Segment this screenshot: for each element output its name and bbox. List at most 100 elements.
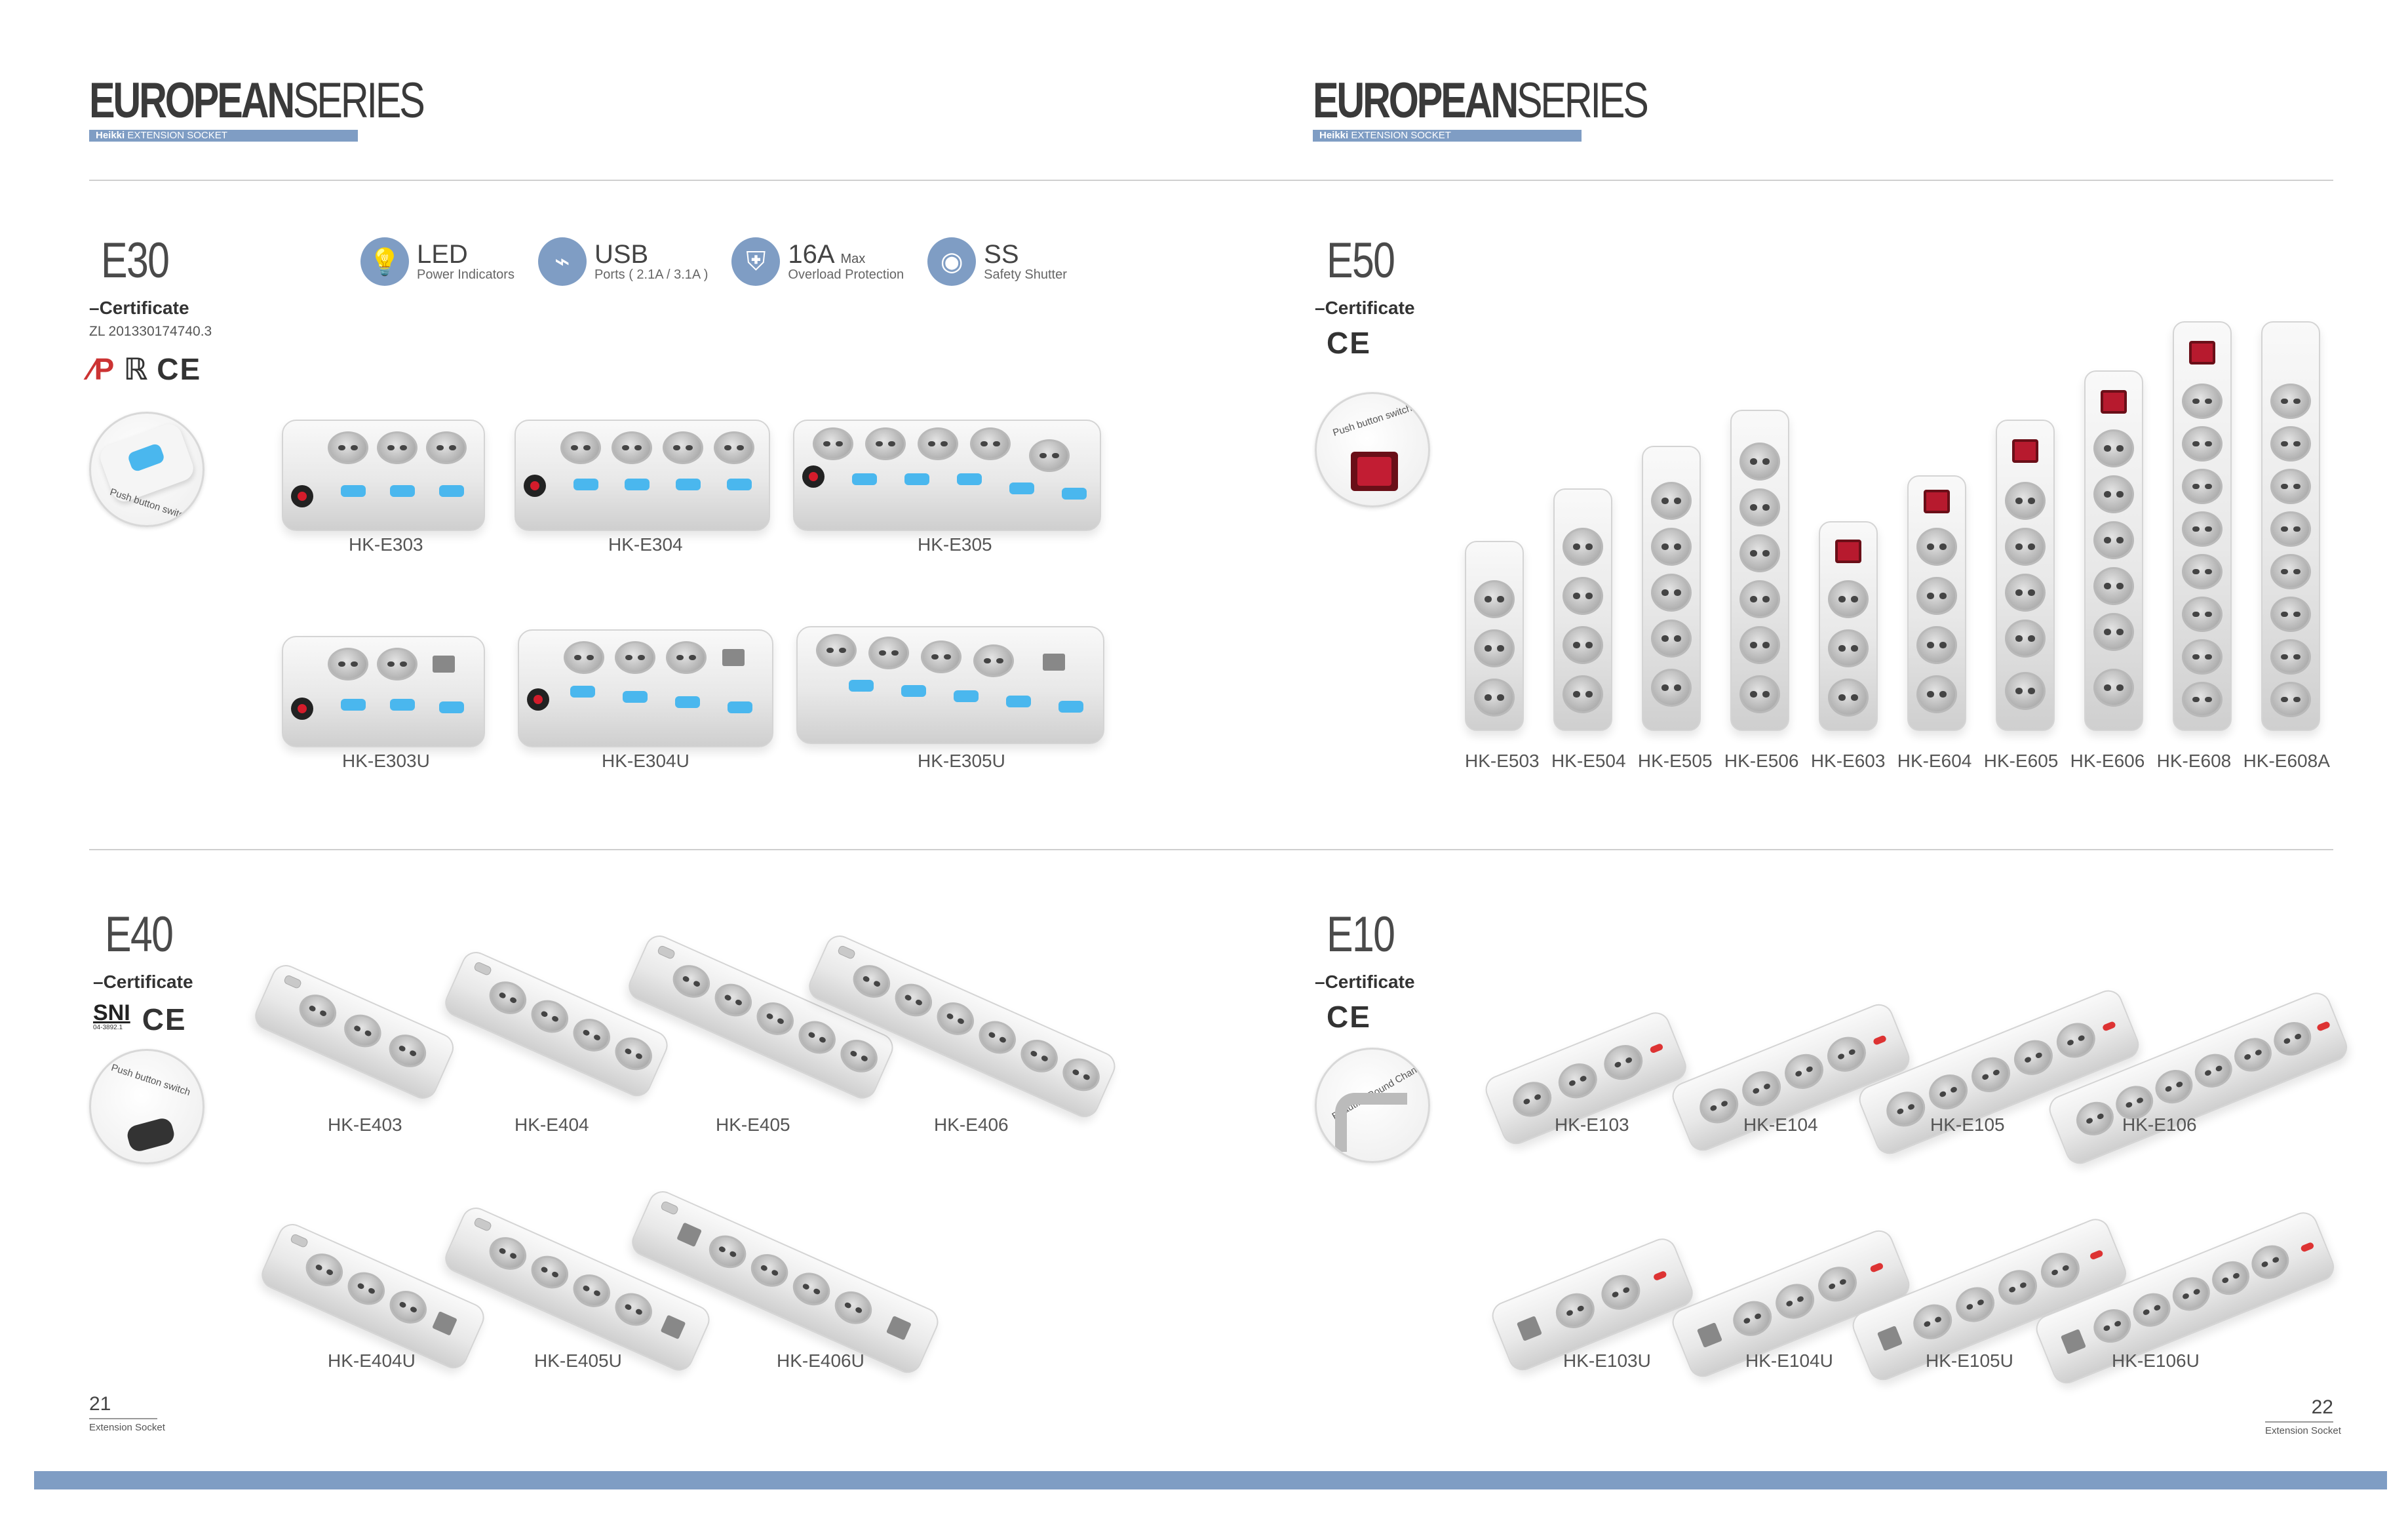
label-hk-e604: HK-E604 (1897, 751, 1972, 771)
label-hk-e103u: HK-E103U (1563, 1350, 1651, 1371)
label-hk-e405: HK-E405 (716, 1114, 790, 1135)
usb-port-icon (433, 656, 455, 673)
label-hk-e103: HK-E103 (1555, 1114, 1629, 1135)
rocker-switch-icon (291, 485, 313, 507)
eac-mark-icon: ℝ (123, 352, 148, 386)
usb-port-icon (1043, 654, 1065, 671)
e40-title: E40 (105, 907, 174, 962)
feature-title: USB (594, 239, 649, 269)
usb-port-icon (432, 1310, 457, 1336)
e30-certificate: –Certificate (89, 298, 189, 318)
label-hk-e303u: HK-E303U (342, 751, 430, 771)
series-bold: EUROPEAN (1313, 73, 1519, 128)
product-hk-e503 (1465, 541, 1524, 731)
shutter-icon: ◉ (927, 237, 977, 286)
rocker-switch-icon (802, 465, 825, 488)
label-hk-e403: HK-E403 (328, 1114, 402, 1135)
label-hk-e104: HK-E104 (1743, 1114, 1818, 1135)
usb-port-icon (2060, 1329, 2086, 1355)
label-hk-e503: HK-E503 (1465, 751, 1540, 771)
product-hk-e304 (515, 420, 770, 531)
label-hk-e504: HK-E504 (1551, 751, 1626, 771)
ce-mark: CE (1327, 1000, 1371, 1034)
left-page-number-block: 21 Extension Socket (89, 1393, 165, 1433)
usb-icon: ⌁ (537, 237, 587, 286)
brand-name: Heikki (96, 130, 125, 141)
detail-caption: Push button switch (1331, 402, 1414, 439)
product-hk-e303u (282, 636, 485, 747)
brand-tagline: EXTENSION SOCKET (1351, 130, 1451, 141)
page-number-rule (89, 1418, 157, 1419)
rocker-switch-icon (291, 698, 313, 720)
rocker-switch-icon (2189, 341, 2215, 364)
product-hk-e608a (2261, 321, 2320, 731)
sni-mark: SNI 04-3892.1 (93, 1002, 130, 1031)
feature-sub: Overload Protection (788, 267, 904, 282)
sni-code: 04-3892.1 (93, 1024, 123, 1031)
brand-name: Heikki (1319, 130, 1349, 141)
usb-port-icon (676, 1222, 703, 1248)
label-hk-e404: HK-E404 (515, 1114, 589, 1135)
product-hk-e506 (1730, 410, 1789, 731)
usb-port-icon (660, 1314, 686, 1340)
chamfer-corner-icon (1335, 1093, 1407, 1152)
e10-certificate: –Certificate (1315, 972, 1415, 992)
ce-mark: CE (142, 1002, 187, 1036)
feature-title: 16A (788, 239, 834, 269)
shield-icon: ⛨ (731, 237, 781, 286)
left-series-header: EUROPEANSERIES Heikki EXTENSION SOCKET (89, 76, 518, 142)
e40-marks: SNI 04-3892.1 CE (93, 1002, 187, 1037)
label-hk-e305: HK-E305 (918, 534, 992, 555)
e30-patent: ZL 201330174740.3 (89, 324, 212, 339)
rocker-switch-icon (1924, 490, 1950, 513)
rocker-switch-icon (2101, 390, 2127, 414)
e10-title: E10 (1327, 907, 1395, 962)
page-number: 22 (2311, 1396, 2333, 1418)
label-hk-e608: HK-E608 (2156, 751, 2232, 771)
detail-caption: Push button switch (109, 1061, 192, 1099)
label-hk-e606: HK-E606 (2070, 751, 2145, 771)
label-hk-e304: HK-E304 (608, 534, 683, 555)
usb-port-icon (722, 649, 745, 666)
product-hk-e606 (2084, 370, 2143, 731)
series-bold: EUROPEAN (89, 73, 295, 128)
feature-title: LED (417, 239, 468, 269)
product-hk-e604 (1907, 475, 1966, 731)
product-hk-e608 (2173, 321, 2232, 731)
label-hk-e506: HK-E506 (1724, 751, 1799, 771)
label-hk-e106: HK-E106 (2122, 1114, 2197, 1135)
e50-label-row: HK-E503 HK-E504 HK-E505 HK-E506 HK-E603 … (1465, 751, 2330, 772)
top-divider (89, 180, 2333, 181)
product-hk-e605 (1996, 420, 2055, 731)
product-hk-e304u (518, 629, 773, 747)
label-hk-e406: HK-E406 (934, 1114, 1009, 1135)
label-hk-e104u: HK-E104U (1745, 1350, 1833, 1371)
product-hk-e305u (796, 626, 1104, 744)
e30-marks: ⁄P ℝ CE (89, 351, 201, 387)
usb-port-icon (1516, 1316, 1542, 1342)
page-number: 21 (89, 1393, 111, 1415)
feature-sub: Ports ( 2.1A / 3.1A ) (594, 267, 709, 282)
label-hk-e405u: HK-E405U (534, 1350, 622, 1371)
product-hk-e504 (1553, 488, 1612, 731)
e40-certificate: –Certificate (93, 972, 193, 992)
e40-detail-circle: Push button switch (89, 1049, 204, 1164)
usb-port-icon (885, 1315, 912, 1341)
brand-tagline: EXTENSION SOCKET (127, 130, 227, 141)
label-hk-e105: HK-E105 (1930, 1114, 2005, 1135)
series-light: SERIES (1517, 73, 1649, 128)
feature-title: SS (984, 239, 1019, 269)
label-hk-e105u: HK-E105U (1926, 1350, 2013, 1371)
brand-bar: Heikki EXTENSION SOCKET (89, 130, 358, 142)
rocker-switch-icon (1351, 452, 1398, 491)
ce-mark: CE (157, 352, 202, 386)
label-hk-e304u: HK-E304U (602, 751, 689, 771)
product-hk-e305 (793, 420, 1101, 531)
rocker-switch-icon (527, 688, 549, 711)
e10-detail-circle: Beautiful Round Chamfer Design (1315, 1048, 1430, 1163)
sni-text: SNI (93, 1000, 130, 1025)
product-hk-e303 (282, 420, 485, 531)
